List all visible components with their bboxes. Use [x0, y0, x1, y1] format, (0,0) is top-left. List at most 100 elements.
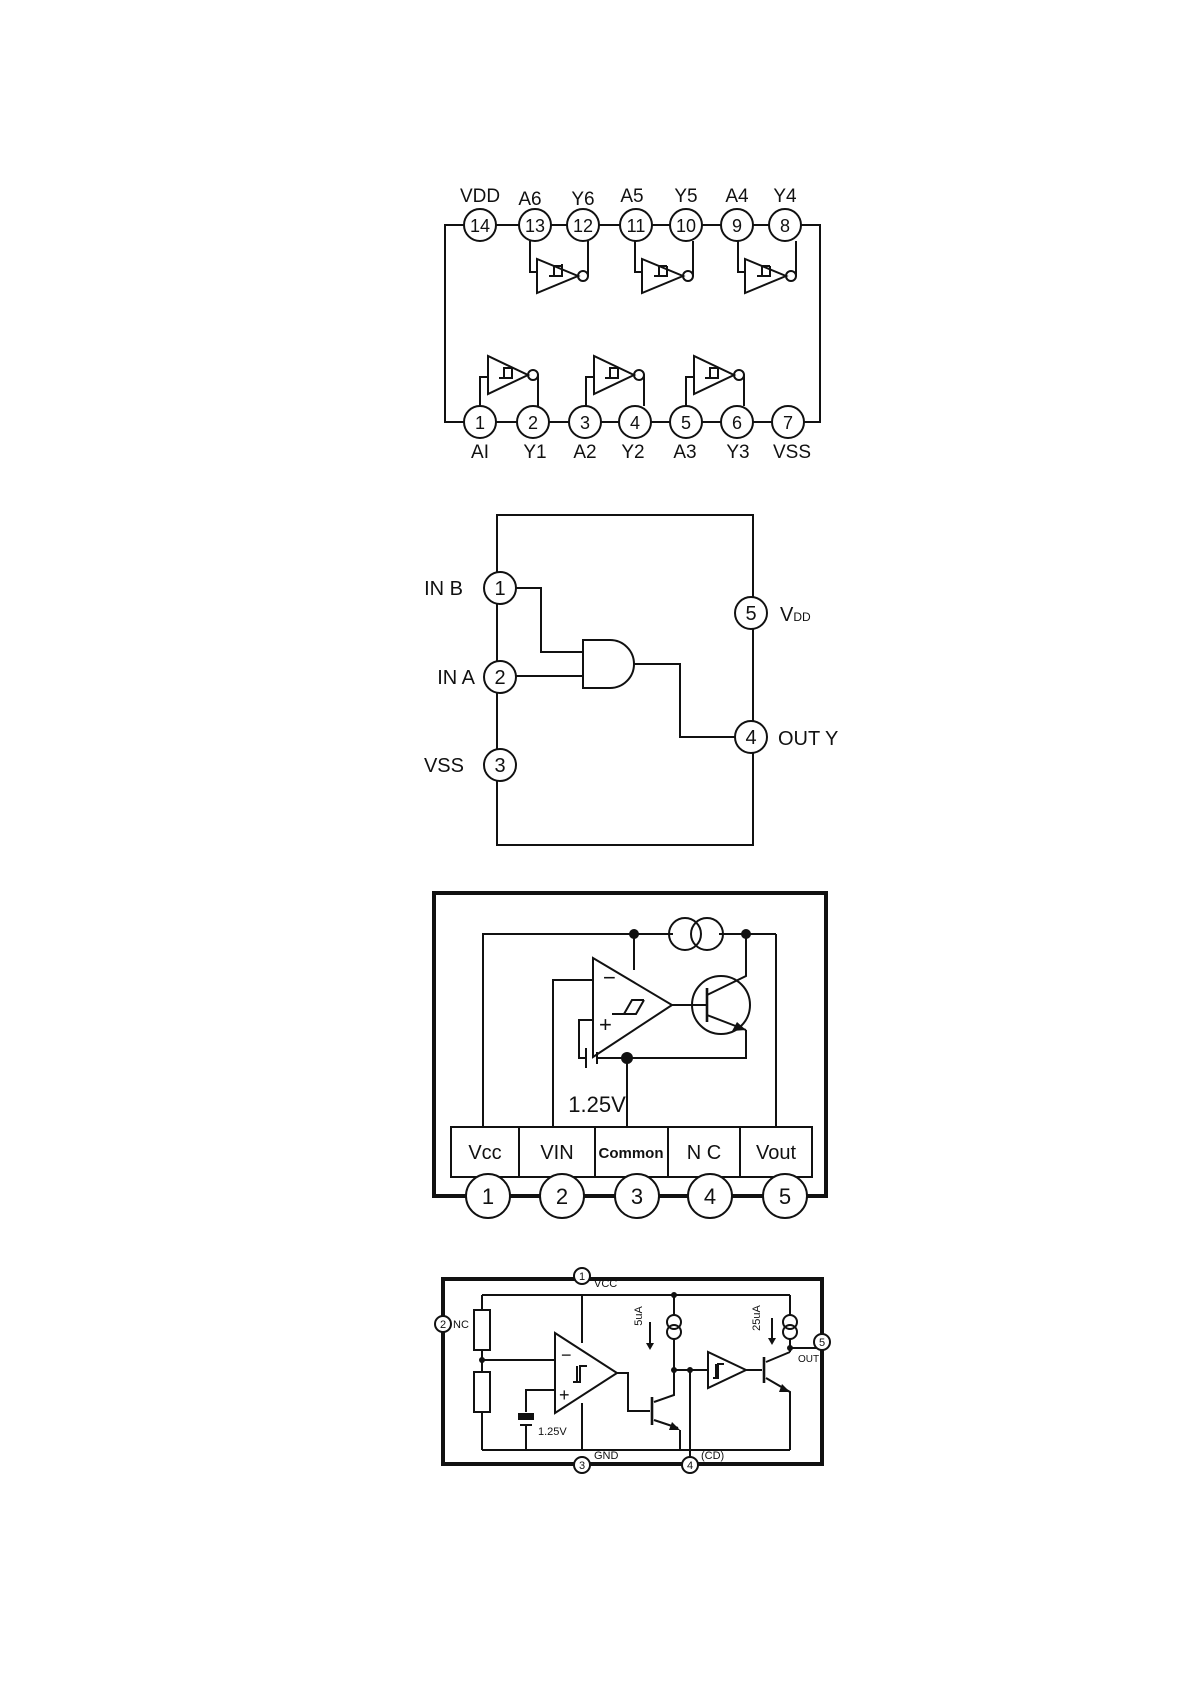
current-source-5ua-bottom	[667, 1325, 681, 1339]
voltage-detector-block: − + 1.25V Vcc VIN Common N C Vout	[434, 893, 826, 1218]
inverter-gate-5	[635, 241, 693, 293]
pin-number: 5	[681, 413, 691, 433]
pin-number: 9	[732, 216, 742, 236]
pin-label: Y1	[523, 442, 546, 463]
pin-number: 2	[528, 413, 538, 433]
left-rail	[445, 225, 463, 422]
label-nc: NC	[453, 1319, 469, 1331]
pin-name: Vout	[756, 1142, 796, 1164]
label-out: OUT	[798, 1354, 819, 1365]
bottom-pin-row: 1 2 3 4 5	[466, 1174, 807, 1218]
pin-number: 8	[780, 216, 790, 236]
right-rail	[801, 225, 820, 422]
pin-number: 2	[494, 667, 505, 689]
pin-number: 4	[630, 413, 640, 433]
detector-with-delay: − + 1.25V 5uA	[435, 1268, 830, 1473]
label-out-y: OUT Y	[778, 728, 838, 750]
pin-number: 1	[482, 1184, 494, 1209]
emitter-arrow	[669, 1422, 680, 1430]
pin-label: A4	[725, 186, 749, 207]
wire-cd	[674, 1370, 690, 1458]
wire-base-1	[617, 1373, 650, 1411]
pin-name: Common	[599, 1145, 664, 1162]
ref-voltage-label: 1.25V	[568, 1092, 626, 1117]
label-vcc: VCC	[594, 1278, 617, 1290]
hysteresis-icon	[573, 1366, 587, 1382]
transistor-1-collector	[654, 1370, 674, 1402]
pin-number: 3	[580, 413, 590, 433]
wire-plus-input	[526, 1390, 555, 1412]
pin-number: 7	[783, 413, 793, 433]
pin-number: 3	[494, 755, 505, 777]
pin-number: 1	[475, 413, 485, 433]
pin-number: 10	[676, 216, 696, 236]
comparator-minus: −	[603, 965, 616, 990]
pin-label: Y2	[621, 442, 644, 463]
pin-number: 2	[440, 1319, 446, 1331]
package-outline	[497, 515, 753, 845]
pin-number: 5	[819, 1337, 825, 1349]
resistor-lower	[474, 1372, 490, 1412]
pin-label: Y4	[773, 186, 797, 207]
pin-number: 4	[704, 1184, 716, 1209]
pin-number: 5	[779, 1184, 791, 1209]
pin-number: 1	[494, 578, 505, 600]
pin-label: A3	[673, 442, 696, 463]
pin-name-row: Vcc VIN Common N C Vout	[451, 1127, 812, 1177]
comparator-plus: +	[559, 1385, 570, 1405]
and-gate-symbol	[583, 640, 634, 688]
hex-inverter-pinout: 14 13 12 11 10 9 8 VDD A6 Y6 A5 Y5 A4 Y4	[445, 186, 820, 463]
hysteresis-icon-2	[713, 1364, 724, 1378]
current-source-right	[691, 918, 723, 950]
comparator-minus: −	[561, 1345, 572, 1365]
pin-number: 3	[579, 1460, 585, 1472]
pin-name: Vcc	[468, 1142, 501, 1164]
label-gnd: GND	[594, 1450, 619, 1462]
inverter-gate-2	[586, 356, 644, 406]
junction-dot	[787, 1345, 793, 1351]
pin-number: 4	[745, 727, 756, 749]
label-in-a: IN A	[437, 667, 475, 689]
pin-number: 6	[732, 413, 742, 433]
label-25ua: 25uA	[751, 1304, 763, 1330]
label-5ua: 5uA	[633, 1306, 645, 1326]
pin-number: 11	[627, 216, 646, 236]
label-vdd-subscript: DD	[793, 610, 811, 624]
top-pin-labels: VDD A6 Y6 A5 Y5 A4 Y4	[460, 186, 797, 210]
current-source-25ua-bottom	[783, 1325, 797, 1339]
pin-number: 13	[525, 216, 545, 236]
pin-label: VSS	[773, 442, 811, 463]
pin-label: Y5	[674, 186, 697, 207]
pin-label: AI	[471, 442, 489, 463]
junction-dot	[671, 1292, 677, 1298]
pin-label: Y3	[726, 442, 749, 463]
comparator-plus: +	[599, 1012, 612, 1037]
wire-in-b	[513, 588, 583, 652]
inverter-gate-1	[480, 356, 538, 406]
pin-number: 2	[556, 1184, 568, 1209]
pin-label: A6	[518, 189, 541, 210]
transistor-collector	[707, 934, 746, 995]
pin-number: 3	[631, 1184, 643, 1209]
bottom-pin-labels: AI Y1 A2 Y2 A3 Y3 VSS	[471, 442, 811, 463]
wire-emitter	[627, 1030, 746, 1058]
ref-voltage-label: 1.25V	[538, 1426, 567, 1438]
pin-label: A5	[620, 186, 643, 207]
and-gate-pinout: 1 2 3 5 4 IN B IN A VSS VDD OUT Y	[424, 515, 838, 845]
label-vdd-main: V	[780, 604, 794, 626]
pin-number: 12	[573, 216, 593, 236]
label-vdd: VDD	[780, 604, 811, 626]
pin-number: 1	[579, 1271, 585, 1283]
pin-name: N C	[687, 1142, 721, 1164]
wire-out-y	[634, 664, 736, 737]
pin-number: 5	[745, 603, 756, 625]
hysteresis-icon	[612, 1000, 644, 1014]
pin-label: Y6	[571, 189, 594, 210]
emitter-arrow	[779, 1384, 790, 1392]
inverter-gate-4	[738, 241, 796, 293]
label-vss: VSS	[424, 755, 464, 777]
inverter-gate-3	[686, 356, 744, 406]
pin-number: 14	[470, 216, 490, 236]
transistor-2-collector	[766, 1352, 790, 1362]
